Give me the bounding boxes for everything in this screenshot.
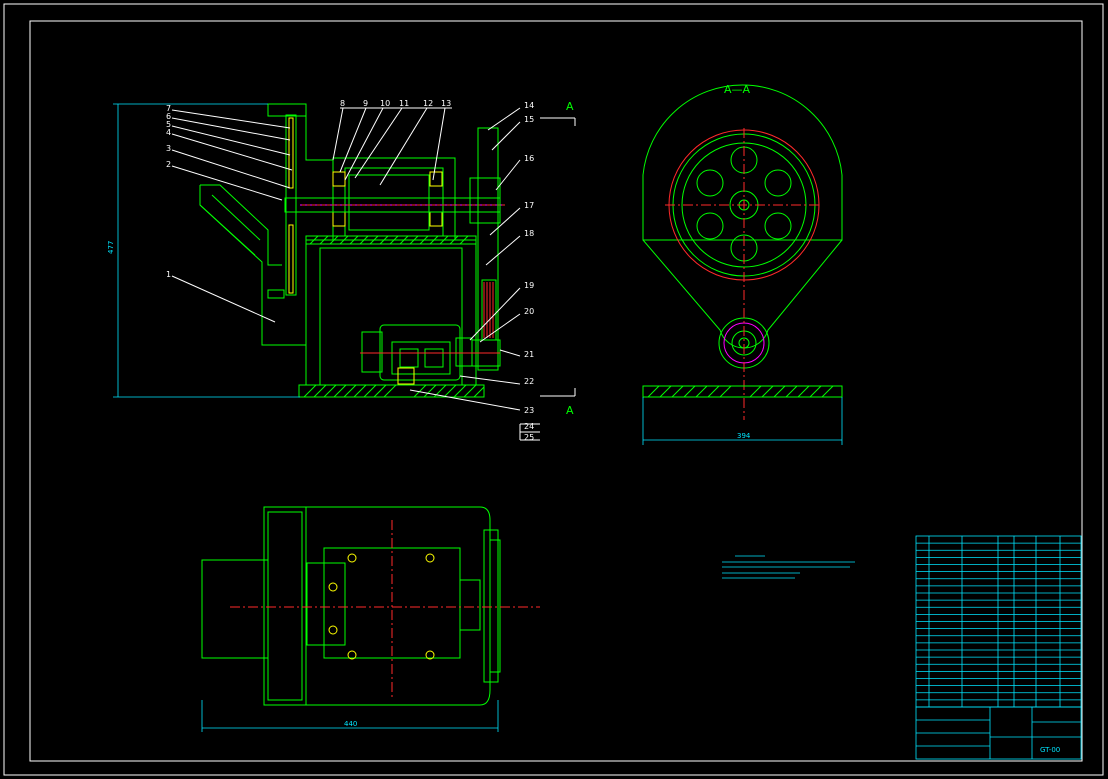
parts-list-table xyxy=(915,535,1082,708)
callout-24: 24 xyxy=(524,422,534,431)
side-width-value: 394 xyxy=(737,432,751,440)
section-letter-top: A xyxy=(566,100,574,113)
section-marker: A A xyxy=(540,100,576,417)
front-height-value: 477 xyxy=(107,241,115,254)
front-section-view xyxy=(199,103,505,398)
top-leader-lines xyxy=(332,107,452,186)
title-block: GT-00 xyxy=(915,706,1082,760)
belt-guard xyxy=(642,239,843,349)
callout-4: 4 xyxy=(166,128,171,137)
callout-23: 23 xyxy=(524,406,534,415)
crusher-housing xyxy=(642,84,843,241)
rotor-housing xyxy=(332,157,456,241)
callout-16: 16 xyxy=(524,154,534,163)
callout-2: 2 xyxy=(166,160,171,169)
technical-notes xyxy=(722,555,855,579)
rotor xyxy=(348,174,430,231)
callout-14: 14 xyxy=(524,101,534,110)
top-length-value: 440 xyxy=(344,720,357,728)
section-letter-bottom: A xyxy=(566,404,574,417)
callout-13: 13 xyxy=(441,99,451,108)
callout-22: 22 xyxy=(524,377,534,386)
callout-6: 6 xyxy=(166,112,171,121)
drawing-number: GT-00 xyxy=(1040,746,1060,754)
callout-3: 3 xyxy=(166,144,171,153)
callout-8: 8 xyxy=(340,99,345,108)
callout-25: 25 xyxy=(524,433,534,442)
callout-17: 17 xyxy=(524,201,534,210)
callout-21: 21 xyxy=(524,350,534,359)
left-cutter-disc xyxy=(285,114,297,296)
right-callouts: 14 15 16 17 18 19 20 21 22 23 24 25 xyxy=(524,101,534,442)
top-view: 440 xyxy=(201,506,540,732)
callout-15: 15 xyxy=(524,115,534,124)
top-callouts: 8 9 10 11 12 13 xyxy=(340,99,451,108)
hopper-top xyxy=(201,559,269,659)
callout-5: 5 xyxy=(166,120,171,129)
callout-18: 18 xyxy=(524,229,534,238)
left-callouts: 7 6 5 4 3 2 1 xyxy=(166,104,171,279)
callout-19: 19 xyxy=(524,281,534,290)
callout-9: 9 xyxy=(363,99,368,108)
callout-10: 10 xyxy=(380,99,390,108)
callout-1: 1 xyxy=(166,270,171,279)
callout-20: 20 xyxy=(524,307,534,316)
callout-12: 12 xyxy=(423,99,433,108)
callout-7: 7 xyxy=(166,104,171,113)
drawing-frame xyxy=(3,3,1104,776)
right-leader-lines xyxy=(409,107,540,441)
front-height-dimension: 477 xyxy=(107,103,300,398)
side-view-title: A—A xyxy=(724,83,751,96)
right-flywheel xyxy=(477,127,499,371)
feed-hopper xyxy=(200,184,282,266)
left-leader-lines xyxy=(171,109,293,323)
side-view: A—A 394 xyxy=(642,83,843,445)
callout-11: 11 xyxy=(399,99,409,108)
